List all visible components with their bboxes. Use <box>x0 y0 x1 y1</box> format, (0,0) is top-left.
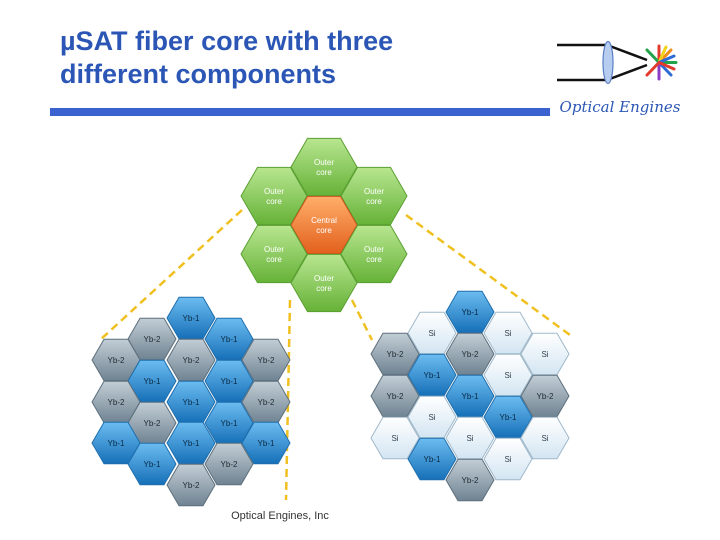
left-hex-label: Yb-1 <box>258 439 275 448</box>
title-line-1: µSAT fiber core with three <box>60 26 394 56</box>
left-hex-0: Yb-1 <box>166 296 216 340</box>
left-hex-label: Yb-2 <box>183 356 200 365</box>
right-hex-9: Yb-1 <box>445 374 495 418</box>
left-hex-label: Yb-1 <box>144 460 161 469</box>
left-hex-label: Yb-2 <box>258 356 275 365</box>
right-hex-label: Yb-1 <box>462 308 479 317</box>
right-hex-label: Si <box>504 371 511 380</box>
top-hex-label: core <box>316 168 332 177</box>
right-hex-label: Si <box>504 329 511 338</box>
left-hex-label: Yb-1 <box>108 439 125 448</box>
right-hex-15: Si <box>520 416 570 460</box>
top-hex-label: core <box>316 226 332 235</box>
top-hex-label: core <box>366 197 382 206</box>
connector-line-1 <box>284 299 292 501</box>
right-hex-14: Si <box>445 416 495 460</box>
left-hex-4: Yb-2 <box>166 338 216 382</box>
right-hex-label: Yb-2 <box>462 476 479 485</box>
title-underline <box>50 108 550 116</box>
right-hex-0: Yb-1 <box>445 290 495 334</box>
logo-wordmark: Optical Engines <box>559 98 681 116</box>
top-hex-label: core <box>316 284 332 293</box>
title-line-2: different components <box>60 59 337 89</box>
top-hex-label: Outer <box>364 187 384 196</box>
top-hex-label: core <box>266 255 282 264</box>
right-hex-label: Yb-2 <box>387 392 404 401</box>
slide-title: µSAT fiber core with three different com… <box>60 25 530 91</box>
right-hex-label: Si <box>504 455 511 464</box>
left-hex-label: Yb-1 <box>144 377 161 386</box>
left-hex-label: Yb-2 <box>258 398 275 407</box>
right-hex-label: Si <box>541 434 548 443</box>
top-core-cluster: OutercoreOutercoreOutercoreCentralcoreOu… <box>240 137 408 313</box>
left-hex-label: Yb-2 <box>221 460 238 469</box>
right-hex-label: Yb-1 <box>424 455 441 464</box>
top-hex-label: Central <box>311 216 337 225</box>
left-hex-9: Yb-1 <box>166 380 216 424</box>
right-hex-label: Si <box>541 350 548 359</box>
left-hex-label: Yb-2 <box>108 356 125 365</box>
footer-credit: Optical Engines, Inc <box>231 510 329 522</box>
left-hex-label: Yb-1 <box>221 419 238 428</box>
right-hex-18: Yb-2 <box>445 458 495 502</box>
right-hex-label: Si <box>391 434 398 443</box>
left-hex-label: Yb-2 <box>144 335 161 344</box>
right-hex-17: Si <box>483 437 533 481</box>
top-hex-label: Outer <box>364 245 384 254</box>
left-hex-17: Yb-2 <box>204 442 254 486</box>
right-hex-label: Yb-2 <box>462 350 479 359</box>
top-hex-label: core <box>266 197 282 206</box>
right-hex-label: Yb-1 <box>424 371 441 380</box>
left-hex-label: Yb-1 <box>183 398 200 407</box>
top-hex-label: Outer <box>314 274 334 283</box>
fiber-laser-emitter-icon <box>557 40 678 85</box>
right-hex-label: Si <box>428 413 435 422</box>
left-hex-label: Yb-2 <box>108 398 125 407</box>
left-hex-15: Yb-1 <box>241 421 291 465</box>
left-hex-label: Yb-2 <box>183 481 200 490</box>
right-hex-label: Yb-1 <box>462 392 479 401</box>
top-hex-label: core <box>366 255 382 264</box>
top-hex-label: Outer <box>264 245 284 254</box>
right-hex-label: Si <box>466 434 473 443</box>
connector-line-3 <box>405 213 571 337</box>
top-hex-label: Outer <box>314 158 334 167</box>
left-hex-label: Yb-1 <box>183 314 200 323</box>
left-hex-18: Yb-2 <box>166 463 216 507</box>
left-hex-label: Yb-1 <box>221 335 238 344</box>
top-hex-label: Outer <box>264 187 284 196</box>
left-hex-label: Yb-2 <box>144 419 161 428</box>
right-hex-16: Yb-1 <box>407 437 457 481</box>
right-hex-4: Yb-2 <box>445 332 495 376</box>
right-hex-13: Si <box>370 416 420 460</box>
connector-line-0 <box>99 209 243 341</box>
left-hex-label: Yb-1 <box>183 439 200 448</box>
right-hex-label: Si <box>428 329 435 338</box>
left-hex-label: Yb-1 <box>221 377 238 386</box>
left-hex-16: Yb-1 <box>127 442 177 486</box>
right-hex-label: Yb-2 <box>537 392 554 401</box>
connector-line-2 <box>350 299 374 341</box>
right-hex-label: Yb-2 <box>387 350 404 359</box>
connector-lines <box>99 209 571 501</box>
right-hex-label: Yb-1 <box>500 413 517 422</box>
